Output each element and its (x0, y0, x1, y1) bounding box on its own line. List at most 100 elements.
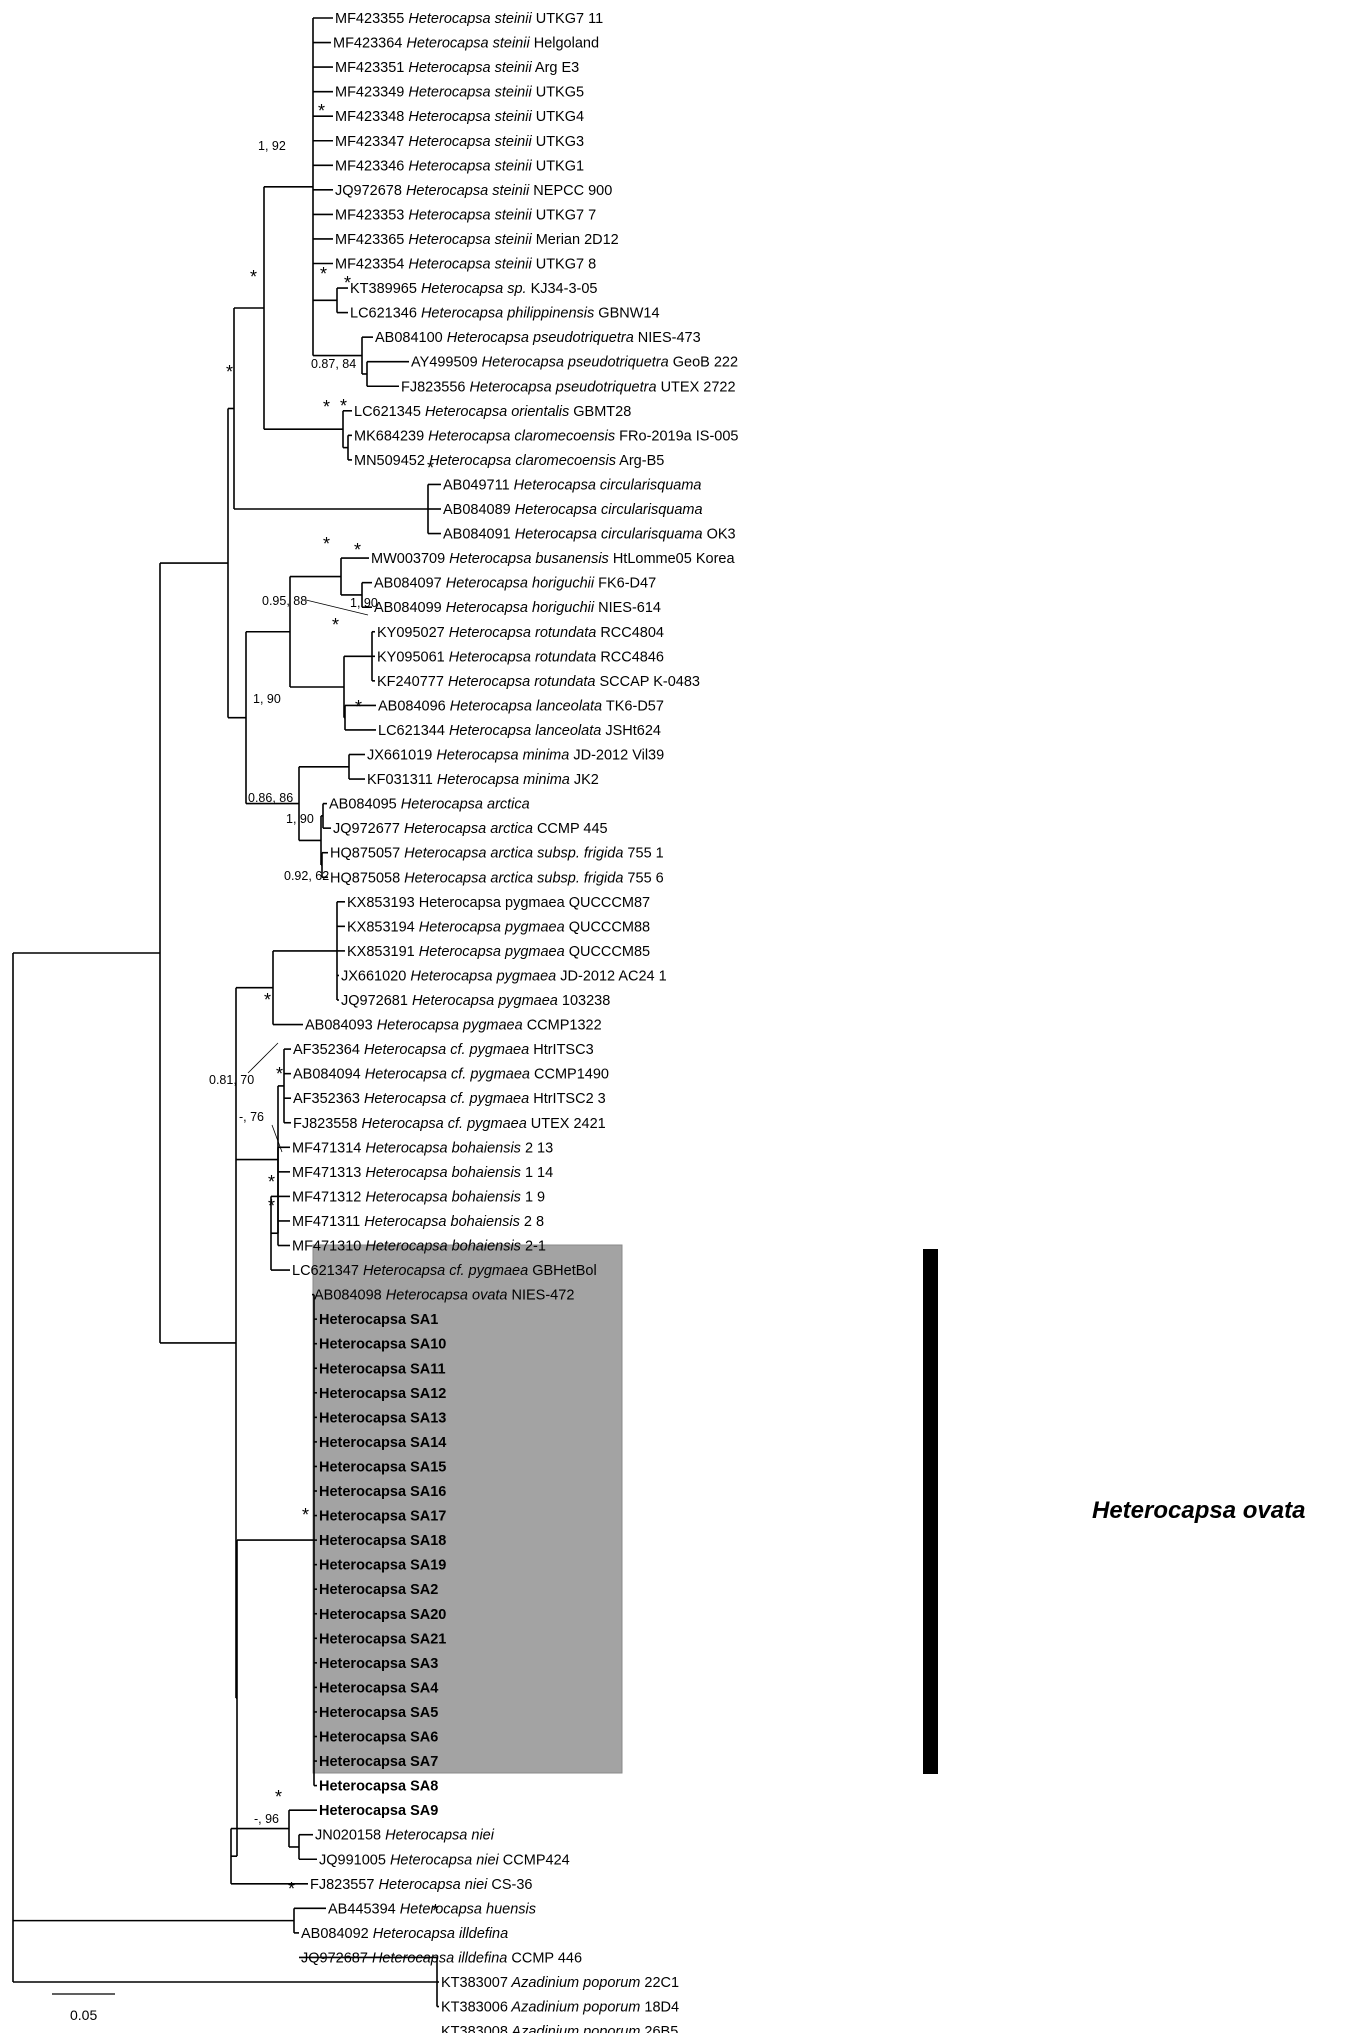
taxon-genus: Heterocapsa (417, 306, 503, 322)
taxon-species: poporum (579, 2000, 640, 2016)
taxon-strain: HtLomme05 Korea (609, 551, 736, 567)
taxon-acc: AB084095 (329, 797, 397, 813)
taxon-species: steinii (489, 36, 531, 52)
taxon-label: MF423348 Heterocapsa steinii UTKG4 (335, 109, 584, 125)
taxon-acc: MF423349 (335, 85, 404, 101)
taxon-species: claromecoensis (511, 453, 616, 469)
taxon-strain: Arg E3 (532, 60, 580, 76)
taxon-label: Heterocapsa SA2 (319, 1582, 438, 1598)
taxon-acc: Heterocapsa (319, 1779, 407, 1795)
taxon-label: AB084099 Heterocapsa horiguchii NIES-614 (374, 600, 661, 616)
support-star: * (276, 1064, 283, 1084)
taxon-strain: 22C1 (640, 1975, 679, 1991)
taxon-acc: JX661020 (341, 968, 406, 984)
taxon-label: MW003709 Heterocapsa busanensis HtLomme0… (371, 551, 735, 567)
taxon-genus: Heterocapsa (358, 1116, 444, 1132)
taxon-genus: Heterocapsa (424, 428, 510, 444)
support-label: 1, 90 (350, 596, 378, 610)
taxon-species: pygmaea (501, 944, 565, 960)
taxon-label: JN020158 Heterocapsa niei (315, 1828, 495, 1844)
taxon-label: KT389965 Heterocapsa sp. KJ34-3-05 (350, 281, 597, 297)
taxon-genus: Heterocapsa (404, 109, 490, 125)
taxon-species: rotundata (530, 674, 595, 690)
taxon-acc: Heterocapsa (319, 1607, 407, 1623)
taxon-acc: AF352363 (293, 1091, 360, 1107)
taxon-acc: MF423346 (335, 158, 404, 174)
taxon-genus: Heterocapsa (466, 379, 552, 395)
taxon-label: AB084097 Heterocapsa horiguchii FK6-D47 (374, 576, 656, 592)
taxon-label: Heterocapsa SA16 (319, 1484, 446, 1500)
taxon-species: circularisquama (597, 527, 703, 543)
taxon-label: MN509452 Heterocapsa claromecoensis Arg-… (354, 453, 664, 469)
taxon-genus: Heterocapsa (421, 404, 507, 420)
taxon-label: KF240777 Heterocapsa rotundata SCCAP K-0… (377, 674, 700, 690)
support-label: 0.92, 62 (284, 869, 329, 883)
taxon-species: arctica subsp. frigida (486, 846, 623, 862)
taxon-strain: SA17 (406, 1509, 446, 1525)
support-star: * (302, 1505, 309, 1525)
taxon-genus: Heterocapsa (402, 183, 488, 199)
support-star: * (268, 1172, 275, 1192)
support-pointer (271, 1124, 283, 1153)
taxon-genus: Heterocapsa (360, 1214, 446, 1230)
taxon-strain: FK6-D47 (594, 576, 656, 592)
taxon-genus: Heterocapsa (433, 772, 519, 788)
taxon-label: JQ972677 Heterocapsa arctica CCMP 445 (333, 821, 608, 837)
taxon-acc: AB084096 (378, 698, 446, 714)
taxon-species: minima (519, 748, 570, 764)
taxon-genus: Heterocapsa (404, 207, 490, 223)
taxon-species: horiguchii (528, 600, 595, 616)
taxon-label: FJ823558 Heterocapsa cf. pygmaea UTEX 24… (293, 1116, 606, 1132)
taxon-acc: KF240777 (377, 674, 444, 690)
taxon-label: AB445394 Heterocapsa huensis (328, 1901, 536, 1917)
support-star: * (340, 396, 347, 416)
taxon-genus: Heterocapsa (361, 1189, 447, 1205)
taxon-species: pygmaea (494, 993, 558, 1009)
taxon-strain: 2 8 (520, 1214, 544, 1230)
taxon-genus: Heterocapsa (425, 453, 511, 469)
taxon-acc: JQ972678 (335, 183, 402, 199)
taxon-strain: GBNW14 (594, 306, 659, 322)
taxon-species: cf. pygmaea (447, 1067, 530, 1083)
taxon-genus: Heterocapsa (445, 551, 531, 567)
taxon-species: steinii (491, 11, 533, 27)
taxon-label: Heterocapsa SA7 (319, 1754, 438, 1770)
taxon-species: circularisquama (596, 477, 702, 493)
taxon-genus: Heterocapsa (400, 870, 486, 886)
taxon-label: MF471313 Heterocapsa bohaiensis 1 14 (292, 1165, 553, 1181)
taxon-acc: Heterocapsa (319, 1705, 407, 1721)
taxon-strain: SCCAP K-0483 (595, 674, 700, 690)
support-star: * (226, 362, 233, 382)
taxon-acc: LC621345 (354, 404, 421, 420)
support-pointer (305, 599, 369, 616)
taxon-species: steinii (491, 207, 533, 223)
taxon-label: Heterocapsa SA13 (319, 1410, 446, 1426)
taxon-acc: Heterocapsa (319, 1656, 407, 1672)
taxon-acc: JQ972681 (341, 993, 408, 1009)
taxon-strain: SA16 (406, 1484, 446, 1500)
taxon-strain: 2-1 (521, 1239, 546, 1255)
taxon-label: LC621347 Heterocapsa cf. pygmaea GBHetBo… (292, 1263, 597, 1279)
taxon-strain: 1 14 (521, 1165, 553, 1181)
taxon-acc: JQ972677 (333, 821, 400, 837)
taxon-genus: Heterocapsa (375, 1877, 461, 1893)
taxon-acc: MF471310 (292, 1239, 361, 1255)
taxon-strain: 18D4 (640, 2000, 679, 2016)
taxon-genus: Heterocapsa (406, 968, 492, 984)
taxon-species: minima (519, 772, 570, 788)
taxon-label: MF423351 Heterocapsa steinii Arg E3 (335, 60, 579, 76)
taxon-species: steinii (491, 134, 533, 150)
taxon-acc: LC621346 (350, 306, 417, 322)
taxon-acc: Heterocapsa (319, 1312, 407, 1328)
taxon-acc: AB084097 (374, 576, 442, 592)
taxon-species: cf. pygmaea (446, 1042, 529, 1058)
taxon-acc: MW003709 (371, 551, 445, 567)
taxon-label: Heterocapsa SA20 (319, 1607, 446, 1623)
taxon-acc: AB049711 (443, 477, 510, 493)
taxon-species: arctica subsp. frigida (486, 870, 623, 886)
taxon-label: Heterocapsa SA11 (319, 1361, 446, 1377)
taxon-species: bohaiensis (448, 1140, 521, 1156)
taxon-acc: FJ823556 (401, 379, 466, 395)
taxon-species: bohaiensis (447, 1214, 520, 1230)
